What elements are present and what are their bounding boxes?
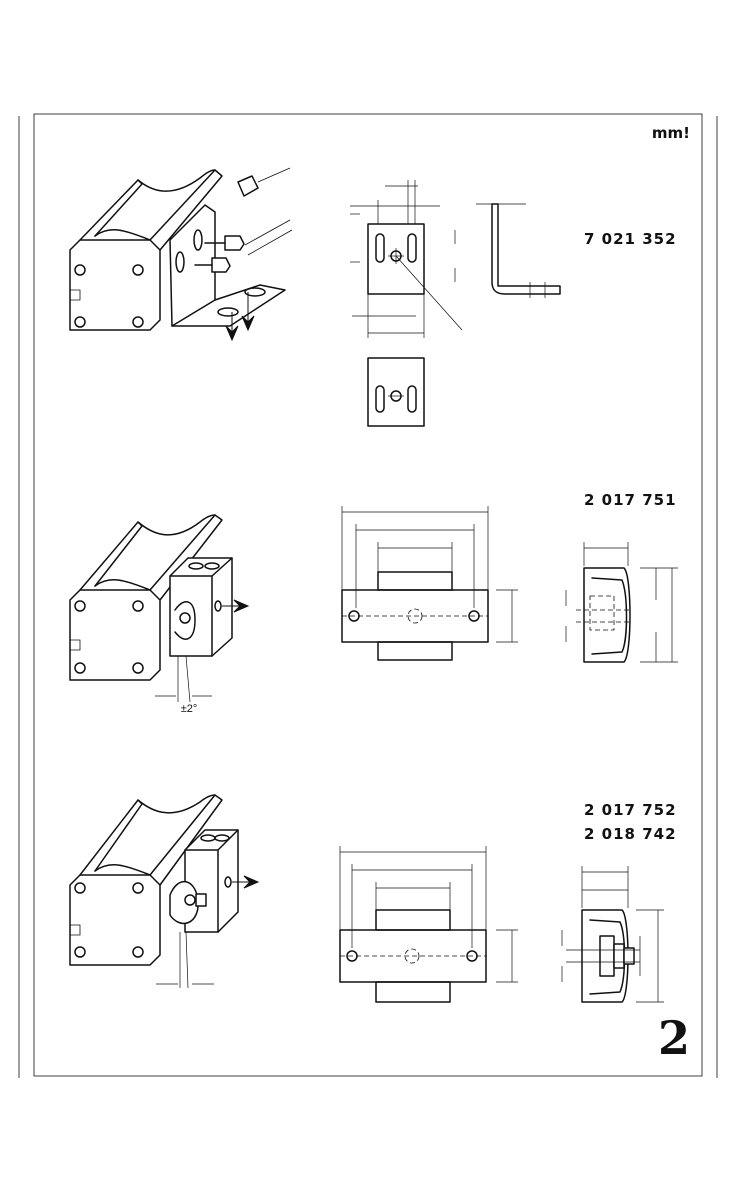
pivot-block-top-view-drawing (340, 846, 518, 1002)
angle-tolerance-label: ±2° (181, 703, 198, 715)
unit-label: mm! (652, 124, 690, 142)
block-side-view-drawing (566, 542, 678, 662)
product-code-2018742: 2 018 742 (584, 825, 677, 843)
section-mounting-bracket: 7 021 352 (70, 168, 677, 426)
product-code-2017752: 2 017 752 (584, 801, 677, 819)
section-pivot-block: 2 017 752 2 018 742 (70, 795, 677, 1002)
section-adjustable-block: ±2° (70, 491, 678, 715)
rail-with-block-illustration (70, 515, 248, 702)
product-code-7021352: 7 021 352 (584, 230, 677, 248)
block-top-view-drawing (342, 506, 518, 660)
bracket-side-view-drawing (476, 204, 560, 298)
rail-with-pivot-block-illustration (70, 795, 258, 988)
bracket-rear-view-drawing (368, 358, 424, 426)
page-number: 2 (658, 1011, 690, 1065)
bracket-front-view-drawing (350, 180, 462, 338)
product-code-2017751: 2 017 751 (584, 491, 677, 509)
pivot-block-side-view-drawing (562, 866, 664, 1002)
rail-with-bracket-illustration (70, 168, 292, 340)
